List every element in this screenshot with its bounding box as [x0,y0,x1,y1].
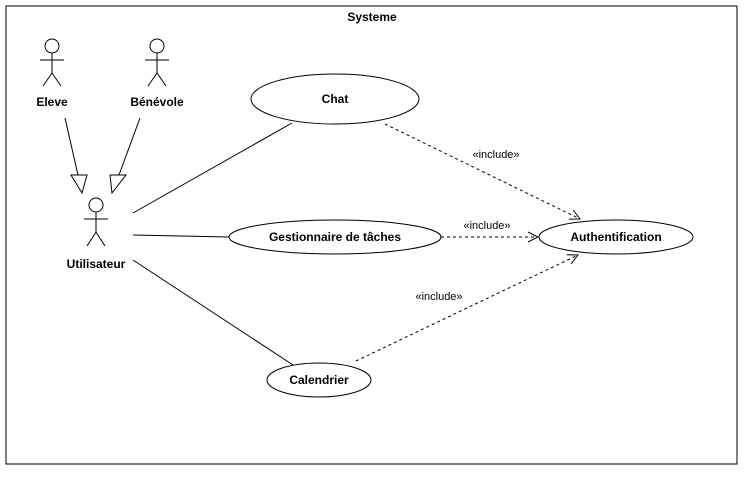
actor-eleve[interactable]: Eleve [36,38,68,109]
actor-eleve-label: Eleve [36,95,68,109]
actor-utilisateur[interactable]: Utilisateur [67,197,126,271]
usecase-chat-label: Chat [322,92,349,106]
usecase-chat[interactable]: Chat [250,73,420,125]
association-calendrier [132,259,294,366]
actor-benevole-label: Bénévole [130,95,184,109]
include-chat-line [384,123,580,219]
usecase-calendrier-label: Calendrier [289,373,349,387]
association-chat [132,122,293,214]
usecase-authentification[interactable]: Authentification [538,219,694,255]
generalization-benevole [109,117,141,195]
include-chat-label: «include» [472,149,519,161]
actor-utilisateur-label: Utilisateur [67,257,126,271]
association-gestionnaire [132,234,230,238]
include-gestionnaire-label: «include» [463,220,510,232]
usecase-calendrier[interactable]: Calendrier [266,362,372,398]
system-title: Systeme [347,10,397,24]
usecase-authentification-label: Authentification [570,230,661,244]
generalization-eleve [64,117,88,195]
usecase-gestionnaire-label: Gestionnaire de tâches [269,230,401,244]
include-calendrier-line [355,255,578,362]
include-calendrier-label: «include» [415,291,462,303]
actor-benevole[interactable]: Bénévole [130,38,184,109]
usecase-gestionnaire[interactable]: Gestionnaire de tâches [228,219,442,255]
